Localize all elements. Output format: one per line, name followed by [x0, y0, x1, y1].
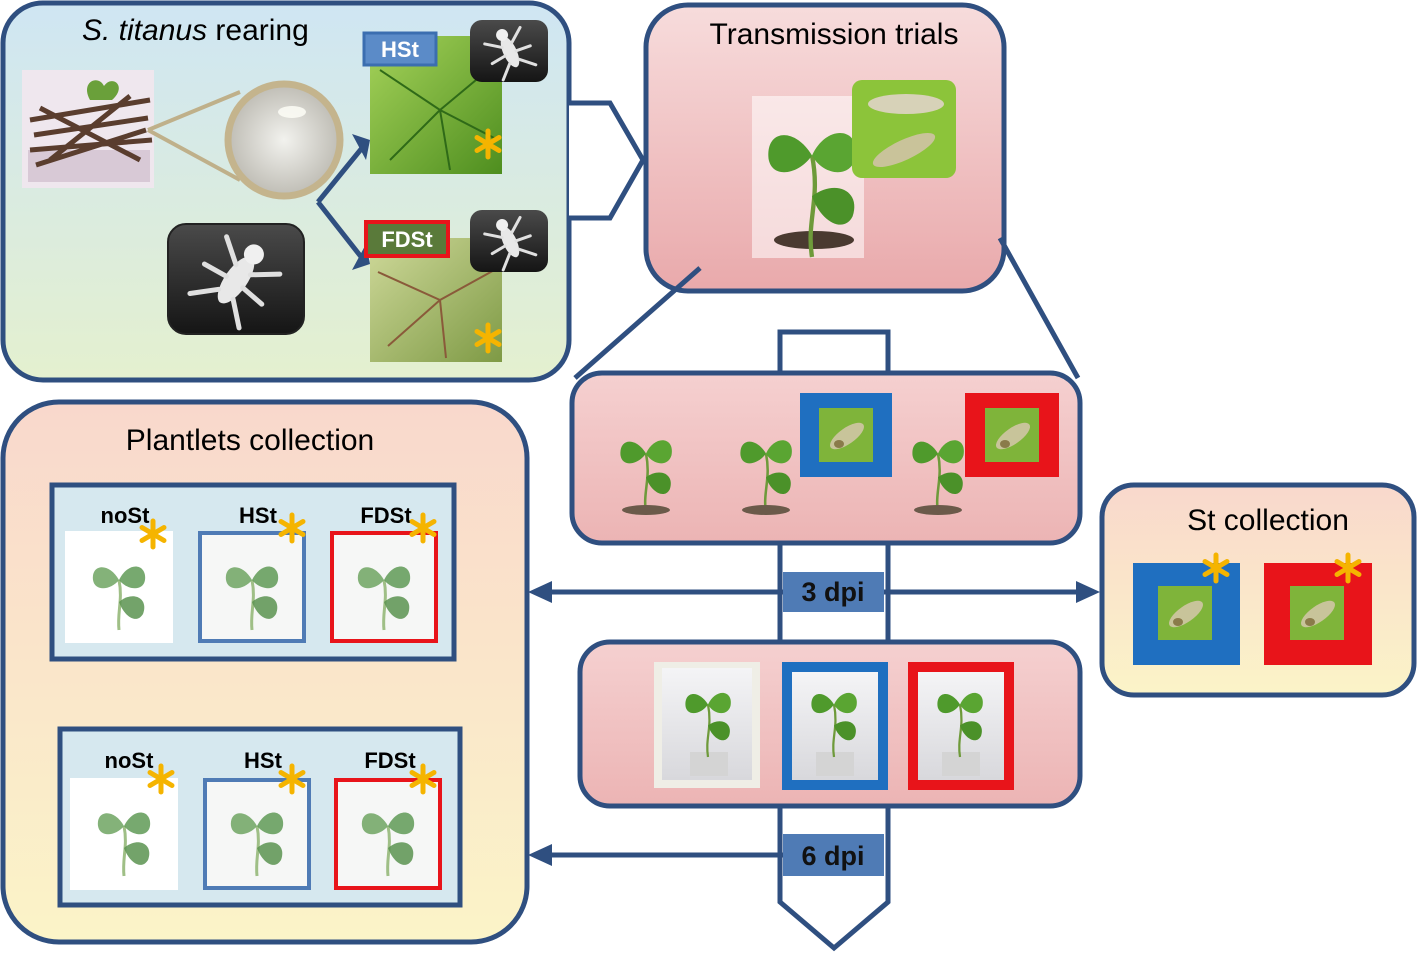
plantlets-6dpi-hst-card	[203, 766, 311, 890]
rearing-title: S. titanus rearing	[82, 14, 309, 47]
zoom-lines	[147, 90, 241, 182]
arrowhead-left-3dpi	[528, 581, 552, 603]
rearing-cage-image	[22, 70, 154, 188]
trial-row-1-plant-3	[911, 439, 966, 515]
egg-image	[278, 106, 306, 118]
trial-row-2-fdst-plant	[908, 662, 1014, 790]
trial-row-2-nost-plant	[654, 662, 760, 788]
chevron-arrow-icon	[569, 100, 646, 221]
plantlets-3dpi-label-fdst: FDSt	[360, 503, 412, 528]
hst-tag-label: HSt	[381, 37, 420, 62]
funnel-lines	[573, 236, 1081, 380]
dpi-6-label: 6 dpi	[801, 841, 864, 871]
plantlets-title: Plantlets collection	[126, 424, 374, 457]
dpi-6-box	[783, 834, 884, 876]
dpi-3-box	[783, 572, 884, 612]
plantlets-3dpi-label-hst: HSt	[239, 503, 278, 528]
transmission-plant-image	[752, 96, 864, 258]
dpi-3-label: 3 dpi	[801, 577, 864, 607]
rearing-title-species: S. titanus	[82, 14, 207, 47]
plantlets-3dpi-label-nost: noSt	[101, 503, 151, 528]
trial-row-1-hst-hopper	[800, 393, 892, 477]
trial-row-1-plant-1	[619, 439, 674, 515]
zoom-lens	[224, 80, 344, 200]
hst-tag-box	[362, 31, 438, 67]
st-collection-title: St collection	[1187, 504, 1349, 537]
trial-row-1-fdst-hopper	[965, 393, 1059, 477]
fdst-tag-label: FDSt	[381, 227, 433, 252]
plantlets-6dpi-fdst-card	[334, 766, 442, 890]
rearing-title-rest: rearing	[207, 14, 309, 47]
trial-row-2-hst-plant	[782, 662, 888, 790]
arrowhead-left-6dpi	[528, 844, 552, 866]
nymph-tile	[167, 223, 305, 335]
st-collection-hst-hopper	[1133, 555, 1240, 665]
plantlets-3dpi-nost-card	[65, 521, 173, 643]
branch-arrowhead-hst	[352, 134, 370, 160]
plantlets-6dpi-label-fdst: FDSt	[364, 748, 416, 773]
plantlets-6dpi-nost-card	[70, 766, 178, 890]
plantlets-3dpi-fdst-card	[330, 515, 438, 643]
arrowhead-right-3dpi	[1076, 581, 1100, 603]
plantlets-3dpi-hst-card	[198, 515, 306, 643]
fdst-tag-box	[364, 220, 450, 258]
branch-arrow-lines	[316, 146, 364, 260]
plantlets-6dpi-label-hst: HSt	[244, 748, 283, 773]
transmission-title: Transmission trials	[710, 18, 959, 51]
plantlets-6dpi-label-nost: noSt	[105, 748, 155, 773]
hst-adult-tile	[470, 19, 548, 83]
transmission-hopper-image	[852, 80, 956, 178]
st-collection-fdst-hopper	[1264, 555, 1372, 665]
fdst-adult-tile	[470, 209, 548, 273]
trial-row-1-plant-2	[739, 439, 794, 515]
